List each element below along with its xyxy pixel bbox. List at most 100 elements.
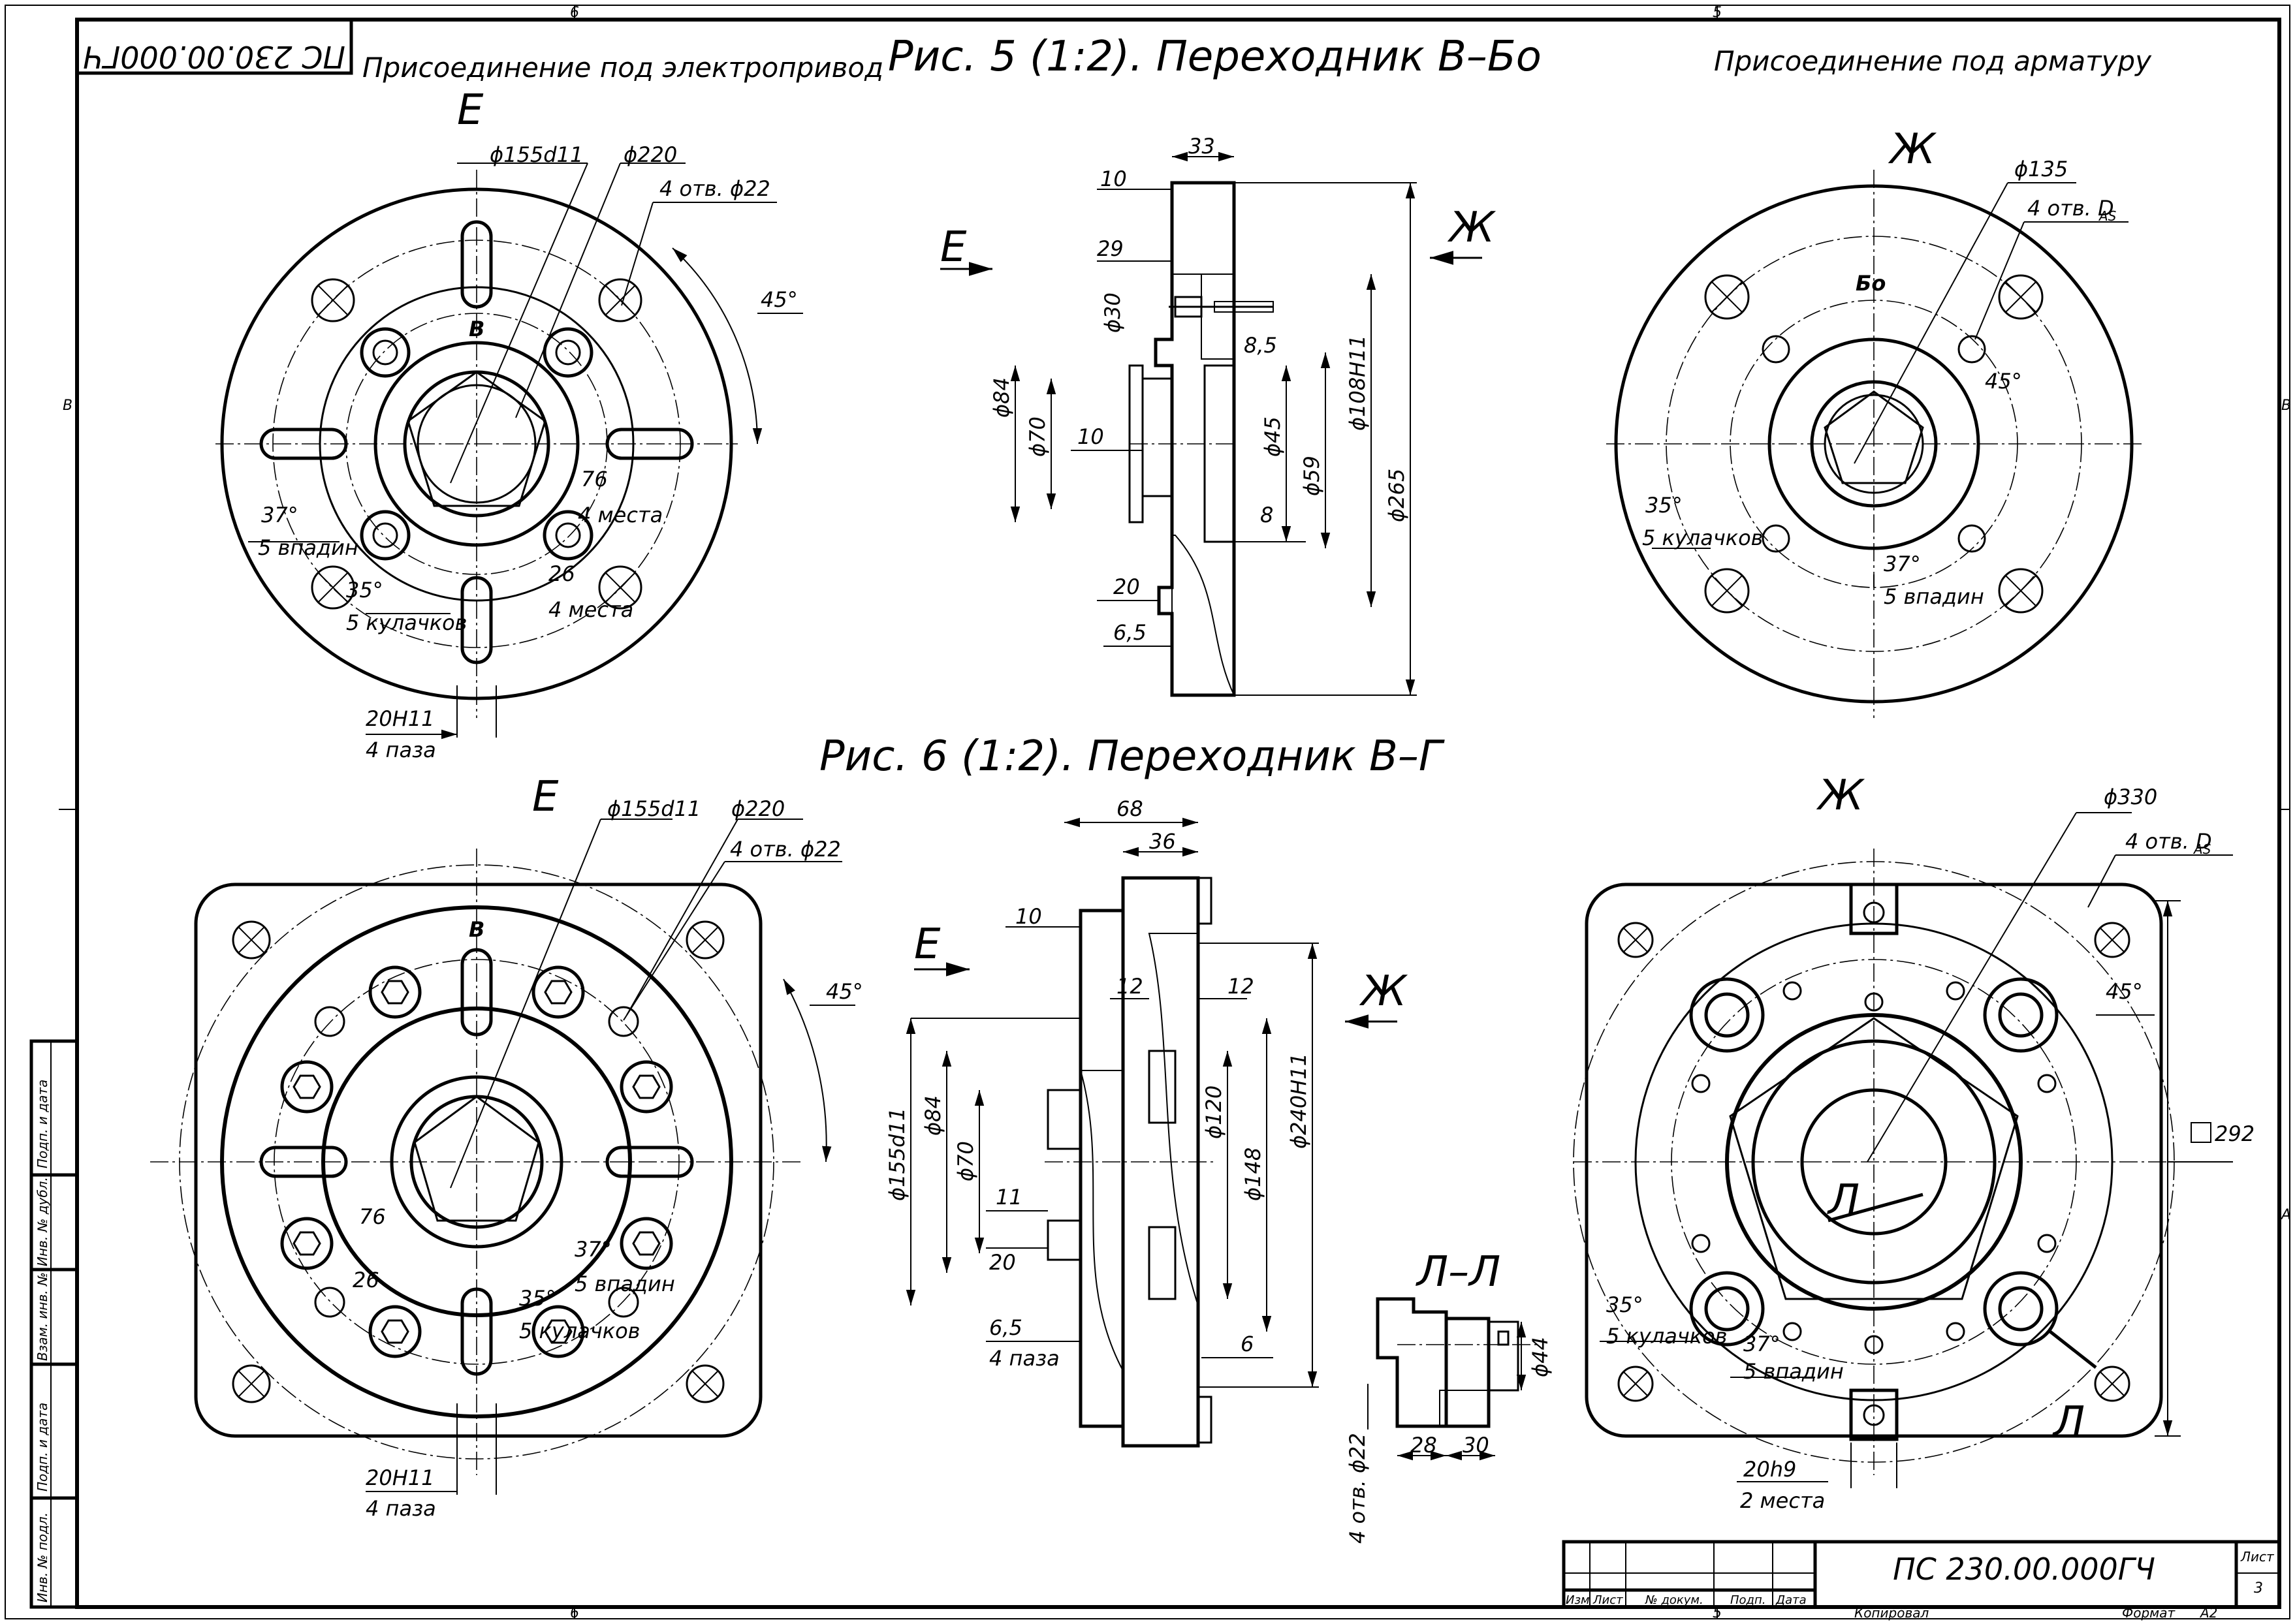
fig5-right-holes: 4 отв. D [2027,196,2114,221]
fig5-view-zh-label: Ж [1888,125,1937,174]
fig6-right-leaders [1600,812,2233,1488]
fig6-title: Рис. 6 (1:2). Переходник В–Г [819,732,1445,781]
fig6-section-zh: Ж [1359,967,1408,1016]
fig5-left-76: 76 [581,467,608,492]
fig6-left-d155: ϕ155d11 [607,796,701,821]
fig5-sec-8: 8 [1260,503,1273,527]
side-stamp-3: Взам. инв. № [35,1272,50,1361]
fig5-right-37: 37° [1884,552,1921,576]
fig6-left-76: 76 [359,1204,386,1229]
fig5-left-view [215,170,738,718]
fig5-sec-65: 6,5 [1113,620,1147,645]
fig6-right-view [1573,849,2181,1475]
fig5-left-holes: 4 отв. ϕ22 [659,176,770,201]
ll-section [1367,1297,1541,1461]
fig6-sec-d148: ϕ148 [1241,1148,1265,1201]
fig6-left-corner-holes [232,920,725,1403]
fig6-left-leaders [366,819,855,1495]
code-stamp: ПС 230.00.000ГЧ [75,18,353,75]
fig5-left-35: 35° [346,578,383,602]
tb-sheet-label: Лист [2240,1549,2275,1565]
ll-28: 28 [1410,1433,1437,1458]
fig5-sec-d30: ϕ30 [1100,292,1125,333]
fig5-sec-29: 29 [1097,236,1124,261]
side-stamp-2: Инв. № дубл. [35,1177,50,1266]
fig5-right-holes-outer [1704,274,2044,614]
fig6-left-holes: 4 отв. ϕ22 [730,837,841,862]
fig6-section-dims [906,817,1319,1388]
fig5-left-slots: 4 паза [366,738,436,762]
fig5-right-mark: Бо [1856,271,1886,296]
tb-format: A2 [2199,1605,2217,1621]
fig5-sec-10b: 10 [1077,424,1104,449]
zone-right-b: B [2281,398,2291,414]
fig5-sec-d59: ϕ59 [1299,456,1324,496]
fig6-left-valleys: 5 впадин [575,1272,675,1296]
fig6-left-37: 37° [575,1237,612,1262]
fig5-left-places-b: 4 места [548,597,633,622]
fig6-sec-12b: 12 [1227,974,1254,999]
fig6-left-26: 26 [353,1268,379,1292]
fig6-view-e-label: Е [532,773,559,821]
fig6-right-places: 2 места [1740,1488,1825,1513]
fig5-left-d220: ϕ220 [624,142,677,167]
fig5-section-e: Е [940,223,967,272]
fig5-left-26: 26 [548,561,575,586]
fig6-right-small-holes [1691,981,2057,1354]
side-stamp-4: Подп. и дата [35,1403,50,1491]
fig6-right-holes: 4 отв. D [2125,829,2212,854]
sheet-frame [5,5,2290,1619]
fig6-right-cut: Л [2052,1398,2085,1446]
fig6-sec-d120: ϕ120 [1201,1085,1226,1139]
fig6-right-holes-sub: AS [2192,841,2211,857]
fig5-left-valleys: 5 впадин [258,535,358,560]
fig6-right-d330: ϕ330 [2104,785,2157,809]
fig6-sec-65: 6,5 [989,1315,1022,1340]
zone-top-right: 5 [1713,5,1722,21]
fig6-left-cams: 5 кулачков [519,1319,641,1343]
fig5-left-45: 45° [761,287,798,312]
fig5-left-leaders [248,163,803,740]
fig5-right-view [1606,170,2142,718]
ll-holes: 4 отв. ϕ22 [1345,1433,1370,1544]
zone-right-a: A [2280,1207,2291,1223]
fig5-left-places-a: 4 места [578,503,663,527]
fig6-left-bolts [280,965,673,1358]
fig6-right-corner-holes [1617,922,2130,1402]
fig6-sec-d155: ϕ155d11 [885,1108,910,1201]
fig5-left-slot: 20H11 [366,706,435,731]
fig6-right-292: 292 [2215,1121,2255,1146]
fig6-left-d220: ϕ220 [731,796,785,821]
fig5-left-holes-outer [311,278,642,610]
fig6-view-zh-label: Ж [1816,772,1865,820]
fig5-right-35: 35° [1645,493,1683,518]
ll-title: Л–Л [1416,1248,1500,1296]
tb-col-date: Дата [1775,1593,1807,1607]
fig5-section-zh: Ж [1447,204,1496,252]
fig6-center-cut: Л [1827,1176,1860,1225]
fig5-sec-d70: ϕ70 [1025,416,1050,457]
fig6-sec-slots: 4 паза [989,1346,1060,1371]
zone-left-b: B [63,398,72,414]
fig5-left-mark: В [469,317,484,341]
fig6-sec-d84: ϕ84 [921,1095,945,1136]
fig5-sec-d45: ϕ45 [1260,416,1285,457]
fig5-left-d155: ϕ155d11 [490,142,583,167]
fig6-right-slot: 20h9 [1743,1457,1796,1482]
fig5-right-holes-sub: AS [2098,208,2117,224]
fig6-right-45: 45° [2106,979,2143,1004]
tb-col-sign: Подп. [1730,1593,1765,1607]
fig6-left-mark: В [469,917,484,942]
fig6-left-slots [259,948,694,1376]
fig6-section [1045,876,1214,1448]
fig6-left-slots: 4 паза [366,1496,436,1521]
fig5-right-leaders [1652,182,2129,587]
fig6-left-45: 45° [826,979,863,1004]
stamp-code-text: ПС 230.00.000ГЧ [83,39,345,74]
tb-format-label: Формат [2122,1605,2176,1621]
tb-sheet-no: 3 [2254,1580,2263,1597]
fig6-left-slot: 20H11 [366,1465,435,1490]
fig5-left-holes-inner [360,327,594,561]
fig5-sec-20: 20 [1113,574,1140,599]
fig5-sec-d84: ϕ84 [989,377,1014,418]
